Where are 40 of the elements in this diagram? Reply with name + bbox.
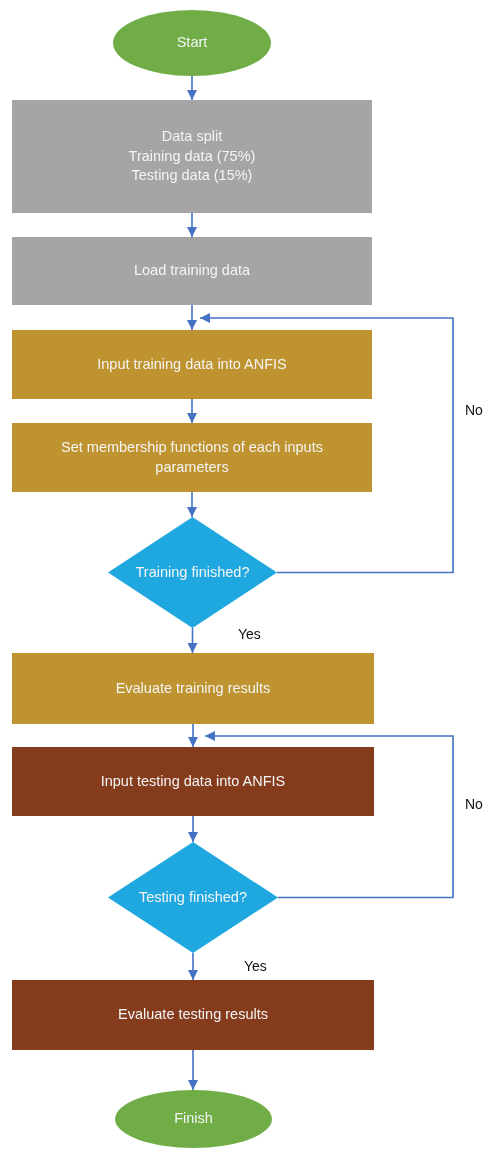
arrow xyxy=(187,398,197,424)
edge-label: No xyxy=(463,402,485,418)
decision-diamond xyxy=(108,517,277,628)
arrow xyxy=(187,212,197,238)
edge-label: Yes xyxy=(236,626,263,642)
process-box xyxy=(12,100,372,213)
arrow xyxy=(187,627,198,654)
edge-label: Yes xyxy=(242,958,269,974)
node-label: Set membership functions of each inputs parameters xyxy=(60,437,324,477)
arrow xyxy=(187,304,197,331)
node-label: Training data (75%) xyxy=(127,146,257,166)
arrow xyxy=(188,1049,198,1091)
node-label: Input testing data into ANFIS xyxy=(99,771,287,791)
arrow xyxy=(199,313,454,574)
node-label: Testing finished? xyxy=(138,887,248,907)
start-ellipse xyxy=(113,10,271,76)
process-box xyxy=(12,330,372,399)
node-label: Evaluate training results xyxy=(114,678,272,698)
finish-ellipse xyxy=(115,1090,272,1148)
process-box xyxy=(12,423,372,492)
process-box xyxy=(12,980,374,1050)
node-label: Testing data (15%) xyxy=(130,166,254,186)
decision-diamond xyxy=(108,842,278,953)
arrow xyxy=(188,952,198,981)
node-label: Finish xyxy=(173,1109,214,1129)
arrow xyxy=(188,815,198,843)
node-label: Training finished? xyxy=(134,562,251,582)
edge-label: No xyxy=(463,796,485,812)
node-label: Evaluate testing results xyxy=(117,1005,269,1025)
arrow xyxy=(187,491,197,518)
node-label: Data split xyxy=(160,127,224,147)
node-label: Load training data xyxy=(132,261,252,281)
arrow xyxy=(187,75,197,101)
process-box xyxy=(12,653,374,724)
node-label: Start xyxy=(175,33,209,53)
arrow xyxy=(204,731,454,899)
process-box xyxy=(12,747,374,816)
process-box xyxy=(12,237,372,305)
arrow xyxy=(188,723,198,748)
node-label: Input training data into ANFIS xyxy=(96,354,288,374)
